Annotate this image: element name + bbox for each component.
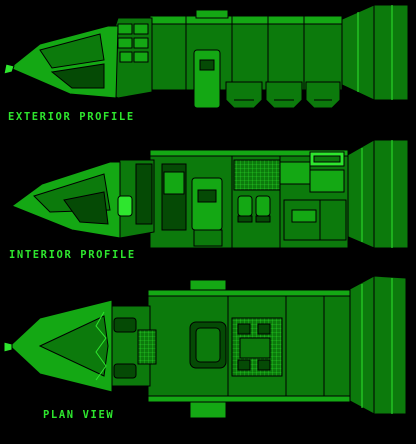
interior-service-grid bbox=[233, 159, 281, 191]
interior-engine-bell bbox=[345, 139, 409, 249]
interior-profile-view bbox=[10, 139, 409, 249]
interior-cockpit-module bbox=[191, 177, 223, 231]
exterior-profile-caption: EXTERIOR PROFILE bbox=[8, 111, 135, 123]
plan-view bbox=[3, 275, 407, 419]
plan-view-caption: PLAN VIEW bbox=[43, 409, 115, 421]
exterior-hatch bbox=[193, 49, 221, 109]
pilot-seat bbox=[117, 195, 133, 217]
exterior-profile-view bbox=[3, 4, 409, 109]
plan-engine-bell bbox=[347, 275, 407, 415]
exterior-main-hull bbox=[149, 15, 343, 91]
interior-seats bbox=[237, 195, 271, 223]
interior-profile-caption: INTERIOR PROFILE bbox=[9, 249, 136, 261]
